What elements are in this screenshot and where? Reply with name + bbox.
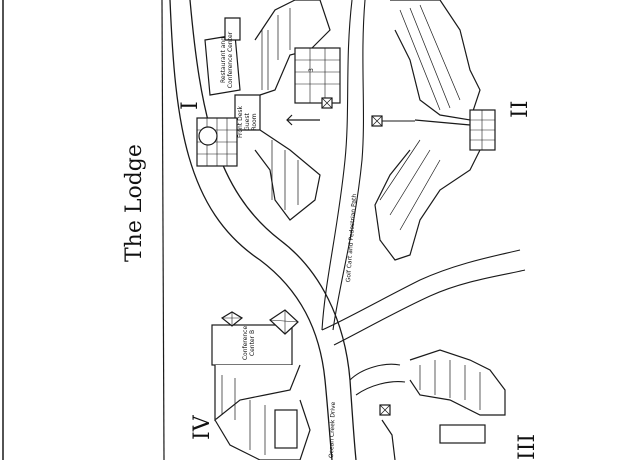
section-label-II: II xyxy=(508,100,533,118)
property-line xyxy=(161,0,165,460)
building-complex-I xyxy=(196,0,341,221)
section-label-I: I xyxy=(178,101,203,110)
map-title: The Lodge xyxy=(122,144,147,262)
restaurant-label: Restaurant and Conference Center xyxy=(220,31,234,89)
ocean-creek-drive-road xyxy=(169,0,357,460)
guest-room-label: Front Desk Guest Room xyxy=(237,106,258,138)
section-label-III: III xyxy=(515,433,540,460)
conference-center-b-label: Conference Center B xyxy=(242,325,256,361)
section-label-IV: IV xyxy=(190,415,215,440)
building-complex-II xyxy=(371,0,496,261)
golf-cart-path xyxy=(321,0,526,396)
building-complex-IV xyxy=(211,309,311,460)
building-complex-III xyxy=(379,349,506,460)
building-number-label: 3 xyxy=(308,68,315,72)
